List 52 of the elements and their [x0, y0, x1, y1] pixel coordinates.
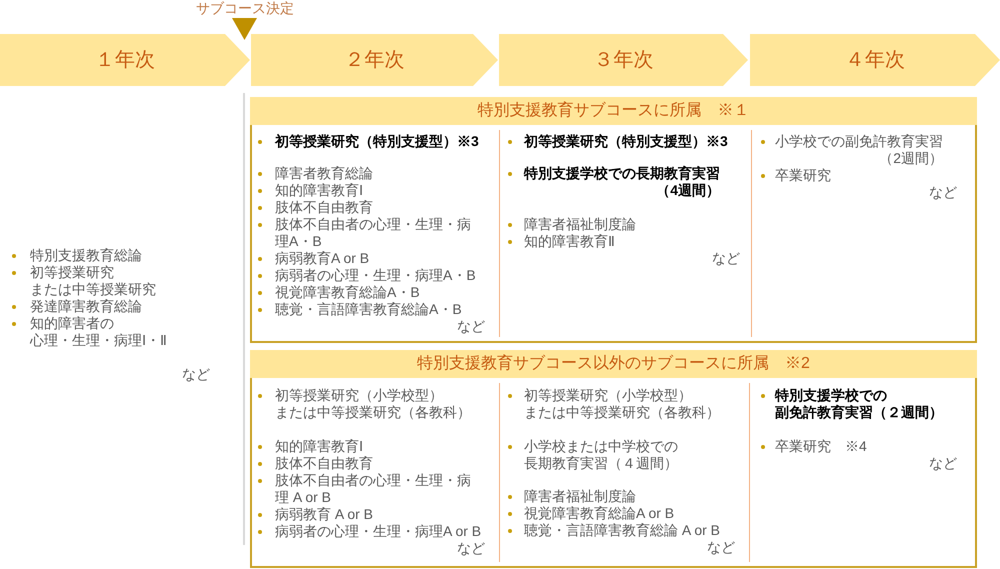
year-banner — [750, 34, 1000, 86]
year-label: ２年次 — [344, 48, 404, 72]
note-text: など — [712, 250, 740, 267]
course-name: 聴覚・言語障害教育総論 A or B — [524, 522, 720, 539]
course-name: 小学校または中学校での長期教育実習（４週間） — [524, 438, 678, 472]
course-name: 卒業研究 — [775, 167, 831, 184]
course-name: 病弱者の心理・生理・病理A or B — [275, 523, 482, 540]
note-text: など — [929, 455, 957, 472]
course-name: 初等授業研究（小学校型）または中等授業研究（各教科） — [524, 387, 720, 421]
course-name: 小学校での副免許教育実習（2週間） — [775, 133, 943, 167]
course-name: 発達障害教育総論 — [30, 298, 142, 315]
course-name: 初等授業研究（特別支援型）※3 — [275, 133, 479, 150]
note-text: など — [457, 540, 485, 557]
course-name: 病弱教育A or B — [275, 250, 370, 267]
course-name: 知的障害教育Ⅰ — [275, 182, 363, 199]
year-label: ４年次 — [845, 48, 905, 72]
course-name: 病弱者の心理・生理・病理A・B — [275, 267, 476, 284]
course-name: 障害者教育総論 — [275, 165, 373, 182]
course-name: 肢体不自由者の心理・生理・病理 A or B — [275, 472, 471, 506]
course-name: 障害者福祉制度論 — [524, 216, 636, 233]
course-name: 視覚障害教育総論A・B — [275, 284, 420, 301]
year-label: ３年次 — [594, 48, 654, 72]
course-name: 知的障害教育Ⅰ — [275, 438, 363, 455]
heading-band: 特別支援教育サブコースに所属 ※１ — [250, 97, 977, 125]
course-name: 初等授業研究（小学校型）または中等授業研究（各教科） — [275, 387, 471, 421]
year-banner — [0, 34, 250, 86]
year-label: １年次 — [95, 48, 155, 72]
milestone-label: サブコース決定 — [196, 0, 294, 17]
course-name: 肢体不自由教育 — [275, 455, 373, 472]
course-name: 病弱教育 A or B — [275, 506, 374, 523]
course-name: 視覚障害教育総論A or B — [524, 505, 674, 522]
note-text: など — [182, 366, 210, 383]
course-name: 知的障害教育Ⅱ — [524, 233, 615, 250]
course-name: 特別支援学校での長期教育実習（4週間） — [524, 165, 720, 199]
year-banner — [251, 34, 498, 86]
course-name: 卒業研究 ※4 — [775, 438, 867, 455]
note-text: など — [457, 318, 485, 335]
year-banner — [499, 34, 748, 86]
course-name: 肢体不自由者の心理・生理・病理A・B — [275, 216, 471, 250]
course-name: 聴覚・言語障害教育総論A・B — [275, 301, 462, 318]
course-name: 障害者福祉制度論 — [524, 488, 636, 505]
course-name: 初等授業研究（特別支援型）※3 — [524, 133, 728, 150]
course-name: 知的障害者の心理・生理・病理Ⅰ・Ⅱ — [30, 315, 167, 349]
course-name: 初等授業研究または中等授業研究 — [30, 264, 156, 298]
course-panel — [250, 97, 977, 343]
course-name: 特別支援教育総論 — [30, 247, 142, 264]
course-panel — [250, 350, 977, 568]
course-name: 肢体不自由教育 — [275, 199, 373, 216]
heading-band: 特別支援教育サブコース以外のサブコースに所属 ※2 — [250, 350, 977, 378]
course-name: 特別支援学校での副免許教育実習（２週間） — [775, 387, 943, 421]
note-text: など — [929, 184, 957, 201]
note-text: など — [707, 539, 735, 556]
